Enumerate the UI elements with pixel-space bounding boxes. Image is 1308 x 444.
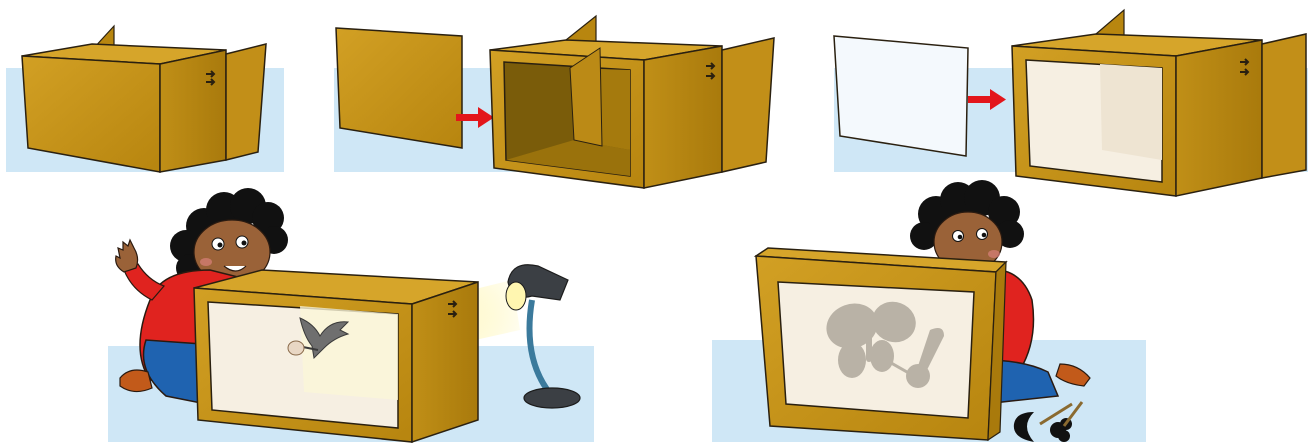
inner-shade xyxy=(1100,64,1162,160)
box-side xyxy=(1175,39,1263,197)
box-side-flap xyxy=(225,43,267,161)
removed-cardboard-panel xyxy=(335,27,463,149)
inner-right-flap xyxy=(569,47,603,147)
lamp-bulb xyxy=(505,281,527,311)
waving-hand xyxy=(115,238,139,273)
box-side-flap xyxy=(721,37,775,173)
jeans xyxy=(142,339,207,405)
paper-sheet xyxy=(833,35,969,157)
box-side xyxy=(643,45,723,189)
desk-lamp xyxy=(505,264,581,409)
box-side xyxy=(159,49,227,173)
curly-hair xyxy=(910,180,1024,250)
box-side xyxy=(411,280,479,444)
shoe xyxy=(119,369,153,393)
step-5-audience-view xyxy=(712,180,1146,442)
bird-puppet xyxy=(287,317,350,360)
shoe xyxy=(1055,363,1091,387)
flower-puppet-cutout xyxy=(1050,401,1084,442)
right-arrow-icon xyxy=(456,107,494,128)
fragile-arrow-icon xyxy=(706,62,716,80)
fragile-arrow-icon xyxy=(1240,58,1250,76)
waving-arm xyxy=(123,263,166,301)
step-1-closed-box xyxy=(6,24,284,173)
inner-floor xyxy=(506,140,630,176)
hand-shadow xyxy=(906,328,944,388)
step-4-puppet-show-back xyxy=(108,188,594,444)
puppet-hand xyxy=(287,340,305,356)
butterfly-shadow xyxy=(826,301,916,378)
step-3-paper-screen xyxy=(833,8,1308,197)
right-arrow-icon xyxy=(968,89,1006,110)
moon-puppet-cutout xyxy=(1013,402,1073,442)
fragile-arrow-icon xyxy=(206,70,216,86)
box-side-flap xyxy=(1261,33,1307,179)
step-2-cut-window xyxy=(334,14,775,189)
lamp-base xyxy=(523,387,581,409)
box-side xyxy=(987,260,1007,442)
fragile-arrow-icon xyxy=(448,300,458,318)
